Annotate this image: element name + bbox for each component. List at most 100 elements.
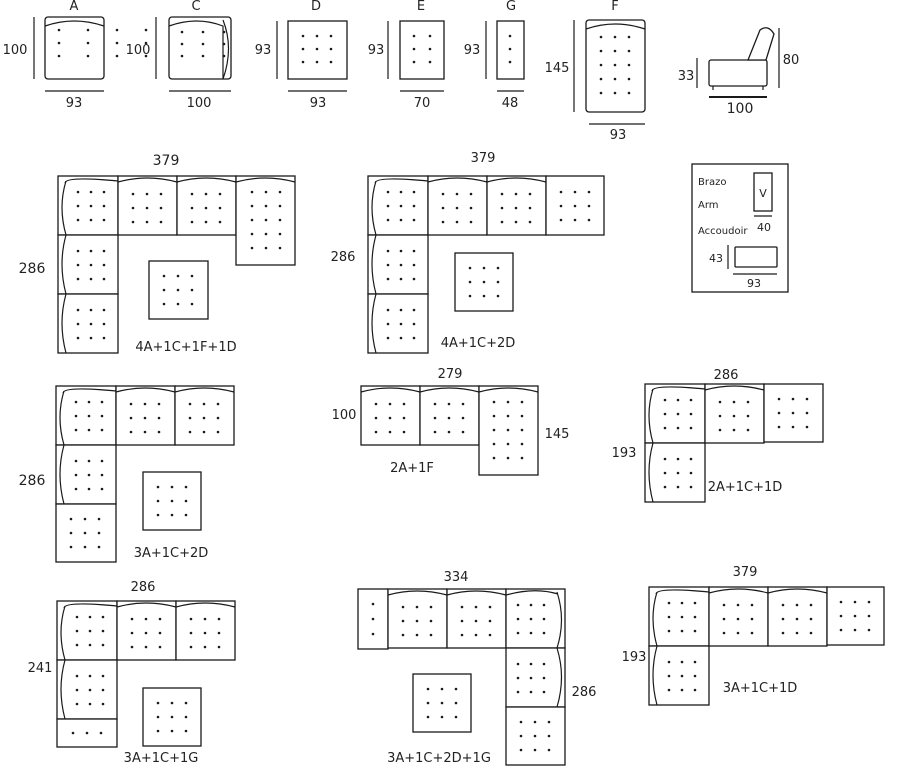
module-back: [371, 234, 377, 295]
tufting-dot: [500, 206, 504, 210]
tufting-dot: [218, 192, 222, 196]
tufting-dot: [440, 687, 444, 691]
tufting-dots: [76, 308, 106, 340]
tufting-dot: [190, 274, 194, 278]
tufting-dot: [805, 397, 809, 401]
tufting-dot: [693, 660, 697, 664]
tufting-dot: [412, 204, 416, 208]
module-back: [486, 177, 547, 183]
tufting-dot: [176, 302, 180, 306]
module-c-back: [168, 20, 224, 79]
tufting-dot: [867, 614, 871, 618]
tufting-dot: [587, 204, 591, 208]
tufting-dot: [131, 220, 135, 224]
tufting-dot: [514, 220, 518, 224]
tufting-dot: [529, 617, 533, 621]
tufting-dot: [278, 204, 282, 208]
tufting-dot: [399, 263, 403, 267]
tufting-dot: [667, 674, 671, 678]
tufting-dot: [839, 614, 843, 618]
tufting-dot: [447, 402, 451, 406]
tufting-dot: [542, 676, 546, 680]
tufting-dot: [201, 54, 205, 58]
tufting-dot: [627, 91, 631, 95]
tufting-dot: [399, 322, 403, 326]
tufting-dot: [204, 220, 208, 224]
module-d-height: 93: [255, 43, 272, 58]
tufting-dot: [157, 430, 161, 434]
tufting-dot: [76, 322, 80, 326]
module-back: [419, 387, 480, 393]
module-a: [708, 586, 769, 647]
tufting-dots: [516, 603, 546, 635]
tufting-dot: [663, 398, 667, 402]
tufting-dot: [162, 288, 166, 292]
tufting-dots: [500, 192, 532, 224]
tufting-dot: [415, 605, 419, 609]
tufting-dot: [519, 734, 523, 738]
module-a: [56, 659, 118, 720]
tufting-dots: [460, 605, 492, 637]
tufting-dot: [399, 277, 403, 281]
tufting-dot: [170, 729, 174, 733]
tufting-dot: [97, 517, 101, 521]
side-seat-height: 33: [678, 69, 695, 84]
tufting-dots: [441, 192, 473, 224]
tufting-dots: [71, 731, 103, 735]
composition-depth-2: 145: [545, 427, 570, 442]
tufting-dot: [250, 232, 254, 236]
tufting-dots: [189, 617, 221, 649]
tufting-dot: [301, 34, 305, 38]
tufting-dot: [170, 499, 174, 503]
tufting-dot: [613, 77, 617, 81]
tufting-dot: [676, 457, 680, 461]
tufting-dot: [492, 414, 496, 418]
tufting-dot: [190, 288, 194, 292]
tufting-dot: [573, 218, 577, 222]
tufting-dot: [469, 206, 473, 210]
tufting-dot: [170, 485, 174, 489]
tufting-dot: [460, 633, 464, 637]
composition-formula: 3A+1C+1D: [723, 681, 798, 696]
tufting-dot: [88, 674, 92, 678]
tufting-dot: [853, 600, 857, 604]
tufting-dot: [386, 308, 390, 312]
tufting-dots: [599, 35, 631, 95]
tufting-dot: [216, 430, 220, 434]
tufting-dot: [156, 485, 160, 489]
tufting-dot: [516, 662, 520, 666]
tufting-dot: [533, 734, 537, 738]
tufting-dot: [87, 459, 91, 463]
tufting-dot: [315, 60, 319, 64]
tufting-dot: [867, 628, 871, 632]
tufting-dot: [202, 430, 206, 434]
tufting-dot: [144, 54, 148, 58]
composition-depth: 193: [612, 446, 637, 461]
tufting-dot: [401, 605, 405, 609]
composition-2a-1c-1d: 286 193 2A+1C+1D: [612, 368, 824, 503]
tufting-dot: [667, 615, 671, 619]
tufting-dot: [791, 397, 795, 401]
side-backrest: [747, 27, 775, 61]
tufting-dot: [85, 731, 89, 735]
arm-height: 43: [709, 252, 723, 265]
tufting-dot: [83, 545, 87, 549]
tufting-dot: [156, 715, 160, 719]
composition-formula: 4A+1C+2D: [441, 336, 516, 351]
tufting-dot: [87, 428, 91, 432]
tufting-dot: [461, 430, 465, 434]
tufting-dot: [189, 645, 193, 649]
tufting-dots: [156, 485, 188, 517]
module-a-width: 93: [66, 96, 83, 111]
tufting-dot: [374, 430, 378, 434]
composition-depth: 286: [572, 685, 597, 700]
tufting-dot: [170, 513, 174, 517]
tufting-dot: [722, 631, 726, 635]
tufting-dot: [412, 336, 416, 340]
tufting-dot: [488, 633, 492, 637]
tufting-dot: [514, 192, 518, 196]
tufting-dot: [412, 277, 416, 281]
tufting-dot: [371, 617, 375, 621]
tufting-dot: [805, 425, 809, 429]
